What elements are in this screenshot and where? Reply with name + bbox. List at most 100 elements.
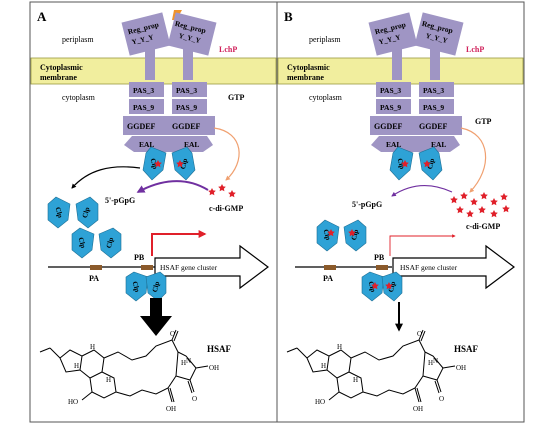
eal-block: [124, 136, 213, 152]
pas9-left: [129, 99, 164, 114]
clp-dimer-pa: Clp Clp: [71, 227, 122, 259]
clp-dimer-free: Clp Clp: [47, 196, 99, 229]
clp-label: Clp: [149, 157, 160, 170]
clp-monomer: [418, 146, 443, 181]
atom-h: H: [337, 343, 342, 351]
promoter-pa: [90, 265, 102, 270]
pa-label: PA: [323, 274, 333, 283]
reg-prop-domain-right: [414, 12, 464, 56]
clp-monomer: [98, 227, 122, 259]
hsaf-gene-cluster-arrow: [392, 244, 515, 290]
clp-dimer-pb: Clp Clp: [125, 271, 167, 302]
atom-o: O: [439, 395, 444, 403]
c-di-gmp-star: [500, 193, 508, 201]
pas3-right-label: PAS_3: [423, 86, 444, 95]
atom-h: H: [353, 376, 358, 384]
atom-oh: OH: [209, 364, 219, 372]
pas9-left-label: PAS_9: [380, 103, 401, 112]
clp-monomer: [343, 219, 367, 252]
clp-dimer-pa: Clp Clp: [316, 219, 367, 252]
transcription-arrow: [389, 234, 456, 256]
clp-label: Clp: [396, 157, 407, 170]
atom-ho: HO: [68, 398, 78, 406]
pas3-right: [172, 82, 207, 97]
atom-o: O: [192, 395, 197, 403]
gtp-label: GTP: [228, 93, 245, 102]
atom-h: H: [106, 376, 111, 384]
pas9-right: [419, 99, 454, 114]
tm-helix-right: [183, 48, 193, 80]
c-di-gmp-star: [460, 192, 468, 200]
c-di-gmp-star: [348, 229, 356, 237]
clp-label: Clp: [81, 206, 92, 219]
clp-dimer-bound-eal: Clp Clp: [389, 146, 443, 181]
ggdef-block: [123, 116, 215, 135]
periplasm-label: periplasm: [62, 35, 94, 44]
pas9-right-label: PAS_9: [176, 103, 197, 112]
clp-monomer: [142, 146, 167, 181]
promoter-pb: [376, 265, 388, 270]
pas3-left-label: PAS_3: [380, 86, 401, 95]
clp-label: Clp: [77, 236, 88, 249]
c-di-gmp-star: [154, 160, 162, 168]
eal-left-label: EAL: [139, 140, 154, 149]
clp-dimer-pb: Clp Clp: [361, 271, 403, 302]
atom-oh: OH: [456, 364, 466, 372]
pas9-left: [376, 99, 411, 114]
pgpg-label: 5'-pGpG: [105, 196, 135, 205]
atom-h: H: [428, 359, 433, 367]
atom-oh: OH: [166, 405, 176, 413]
lchp-label: LchP: [466, 45, 484, 54]
hsaf-label: HSAF: [454, 344, 479, 354]
eal-block: [371, 136, 460, 152]
clp-dimer-bound-eal: Clp Clp: [142, 146, 196, 181]
atom-h: H: [74, 362, 79, 370]
ggdef-block: [370, 116, 462, 135]
c-di-gmp-star: [490, 198, 498, 206]
clp-label: Clp: [131, 280, 142, 293]
atom-ho: HO: [315, 398, 325, 406]
clp-monomer: [47, 196, 71, 229]
lchp-monomer-right: [414, 12, 464, 114]
clp-label: Clp: [322, 228, 333, 241]
clp-monomer: [171, 146, 196, 181]
promoter-pb: [141, 265, 153, 270]
clp-label: Clp: [179, 157, 190, 170]
membrane-label-line2: membrane: [40, 73, 77, 82]
lchp-monomer-left: [368, 12, 418, 114]
pas3-left-label: PAS_3: [133, 86, 154, 95]
gene-cluster-label: HSAF gene cluster: [400, 263, 458, 272]
lchp-label: LchP: [219, 45, 237, 54]
lchp-monomer-left: [121, 12, 171, 114]
membrane-label-line1: Cytoplasmic: [287, 63, 330, 72]
panel-a: A periplasm Cytoplasmic membrane cytopla…: [29, 1, 278, 423]
hsaf-gene-cluster-arrow: [154, 244, 269, 290]
c-di-gmp-star: [401, 160, 409, 168]
atom-h: H: [90, 343, 95, 351]
c-di-gmp-star: [385, 282, 393, 290]
transcription-arrow: [151, 230, 207, 256]
eal-left-label: EAL: [386, 140, 401, 149]
hsaf-label: HSAF: [207, 344, 232, 354]
pas3-left: [129, 82, 164, 97]
c-di-gmp-star: [423, 160, 431, 168]
tm-helix-right: [430, 48, 440, 80]
production-arrow: [140, 298, 172, 336]
atom-h: H: [181, 359, 186, 367]
eal-right-label: EAL: [184, 140, 199, 149]
membrane-label-line2: membrane: [287, 73, 324, 82]
c-di-gmp-pool: [450, 192, 510, 218]
tm-helix-left: [392, 48, 402, 80]
c-di-gmp-star: [478, 206, 486, 214]
pa-label: PA: [89, 274, 99, 283]
cytoplasm-label: cytoplasm: [62, 93, 96, 102]
pgpg-label: 5'-pGpG: [352, 200, 382, 209]
periplasm-label: periplasm: [309, 35, 341, 44]
c-di-gmp-pool: [208, 184, 236, 198]
c-di-gmp-star: [228, 190, 236, 198]
gtp-label: GTP: [475, 117, 492, 126]
c-di-gmp-star: [450, 196, 458, 204]
cytoplasm-label: cytoplasm: [309, 93, 343, 102]
c-di-gmp-star: [490, 210, 498, 218]
